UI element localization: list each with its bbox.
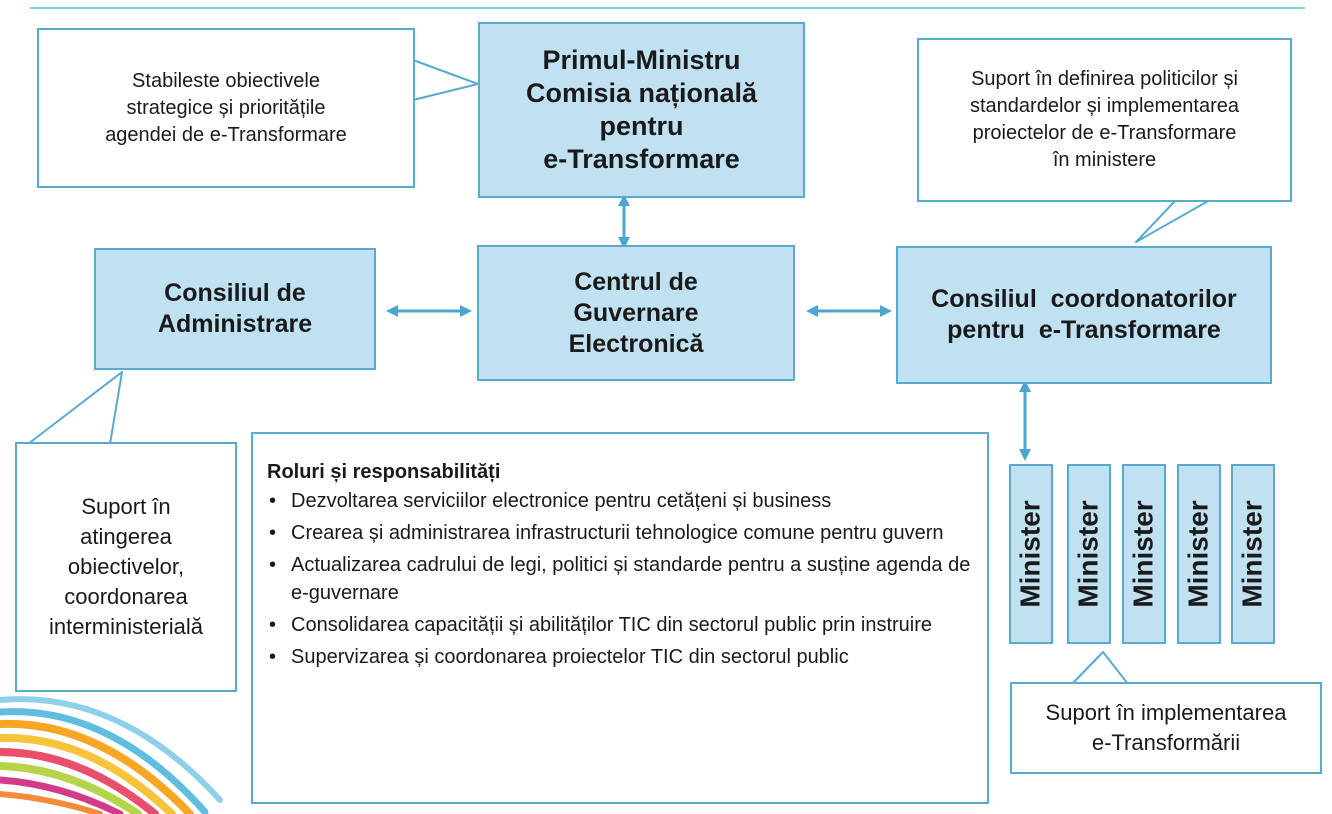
callout-strategic-line-2: strategice și prioritățile bbox=[126, 96, 326, 119]
callout-objectives-line-2: atingerea bbox=[80, 524, 172, 549]
callout-objectives-line-1: Suport în bbox=[81, 494, 171, 519]
node-prime-minister-line-4: e-Transformare bbox=[543, 144, 740, 174]
callout-implementation-line-2: e-Transformării bbox=[1091, 730, 1241, 755]
roles-item-5: Supervizarea și coordonarea proiectelor … bbox=[267, 643, 973, 671]
ministry-box-3: Minister bbox=[1122, 464, 1166, 644]
roles-title: Roluri și responsabilități bbox=[267, 461, 501, 483]
node-e-gov-center-line-3: Electronică bbox=[568, 329, 704, 358]
node-coordinators-council-line-2: pentru e-Transformare bbox=[947, 316, 1221, 344]
callout-implementation-line-1: Suport în implementarea bbox=[1045, 700, 1287, 725]
callout-objectives-line-4: coordonarea bbox=[64, 584, 188, 609]
roles-item-1: Dezvoltarea serviciilor electronice pent… bbox=[267, 487, 973, 515]
ministry-label-2: Minister bbox=[1073, 500, 1105, 608]
node-prime-minister-line-3: pentru bbox=[599, 111, 684, 141]
tail-strategic bbox=[412, 59, 479, 101]
node-prime-minister-line-2: Comisia națională bbox=[525, 78, 758, 108]
ministry-box-2: Minister bbox=[1067, 464, 1111, 644]
decorative-swirl bbox=[0, 696, 223, 814]
callout-strategic: Stabileste obiectivele strategice și pri… bbox=[37, 28, 415, 188]
node-e-gov-center: Centrul de Guvernare Electronică bbox=[477, 245, 795, 381]
node-coordinators-council: Consiliul coordonatorilor pentru e-Trans… bbox=[896, 246, 1272, 384]
node-e-gov-center-line-1: Centrul de bbox=[574, 267, 698, 296]
callout-policy-line-2: standardelor și implementarea bbox=[969, 95, 1240, 117]
node-prime-minister-line-1: Primul-Ministru bbox=[542, 45, 741, 75]
callout-strategic-line-1: Stabileste obiectivele bbox=[132, 69, 320, 92]
tail-implementation-support bbox=[1071, 651, 1129, 685]
roles-item-3: Actualizarea cadrului de legi, politici … bbox=[267, 551, 973, 607]
roles-box: Roluri și responsabilități Dezvoltarea s… bbox=[251, 432, 989, 804]
tail-policy-support bbox=[1135, 199, 1211, 243]
callout-strategic-line-3: agendei de e-Transformare bbox=[105, 123, 347, 146]
ministry-label-4: Minister bbox=[1183, 500, 1215, 608]
node-coordinators-council-line-1: Consiliul coordonatorilor bbox=[931, 285, 1237, 313]
ministry-label-3: Minister bbox=[1128, 500, 1160, 608]
node-admin-council-line-2: Administrare bbox=[157, 310, 313, 338]
callout-objectives-line-5: interministerială bbox=[48, 614, 204, 639]
node-admin-council-line-1: Consiliul de bbox=[164, 279, 306, 307]
roles-list: Dezvoltarea serviciilor electronice pent… bbox=[267, 487, 973, 671]
tail-objectives-support bbox=[27, 371, 123, 445]
callout-policy-line-4: în ministere bbox=[1052, 149, 1157, 171]
ministry-box-5: Minister bbox=[1231, 464, 1275, 644]
callout-objectives-line-3: obiectivelor, bbox=[67, 554, 185, 579]
ministry-box-1: Minister bbox=[1009, 464, 1053, 644]
node-prime-minister: Primul-Ministru Comisia națională pentru… bbox=[478, 22, 805, 198]
callout-policy-support: Suport în definirea politicilor și stand… bbox=[917, 38, 1292, 202]
roles-item-2: Crearea și administrarea infrastructurii… bbox=[267, 519, 973, 547]
ministry-box-4: Minister bbox=[1177, 464, 1221, 644]
roles-item-4: Consolidarea capacității și abilităților… bbox=[267, 611, 973, 639]
node-e-gov-center-line-2: Guvernare bbox=[573, 298, 699, 327]
ministry-label-5: Minister bbox=[1237, 500, 1269, 608]
ministry-label-1: Minister bbox=[1015, 500, 1047, 608]
callout-policy-line-1: Suport în definirea politicilor și bbox=[971, 68, 1238, 90]
callout-policy-line-3: proiectelor de e-Transformare bbox=[972, 122, 1237, 144]
node-admin-council: Consiliul de Administrare bbox=[94, 248, 376, 370]
callout-implementation-support: Suport în implementarea e-Transformării bbox=[1010, 682, 1322, 774]
callout-objectives-support: Suport în atingerea obiectivelor, coordo… bbox=[15, 442, 237, 692]
